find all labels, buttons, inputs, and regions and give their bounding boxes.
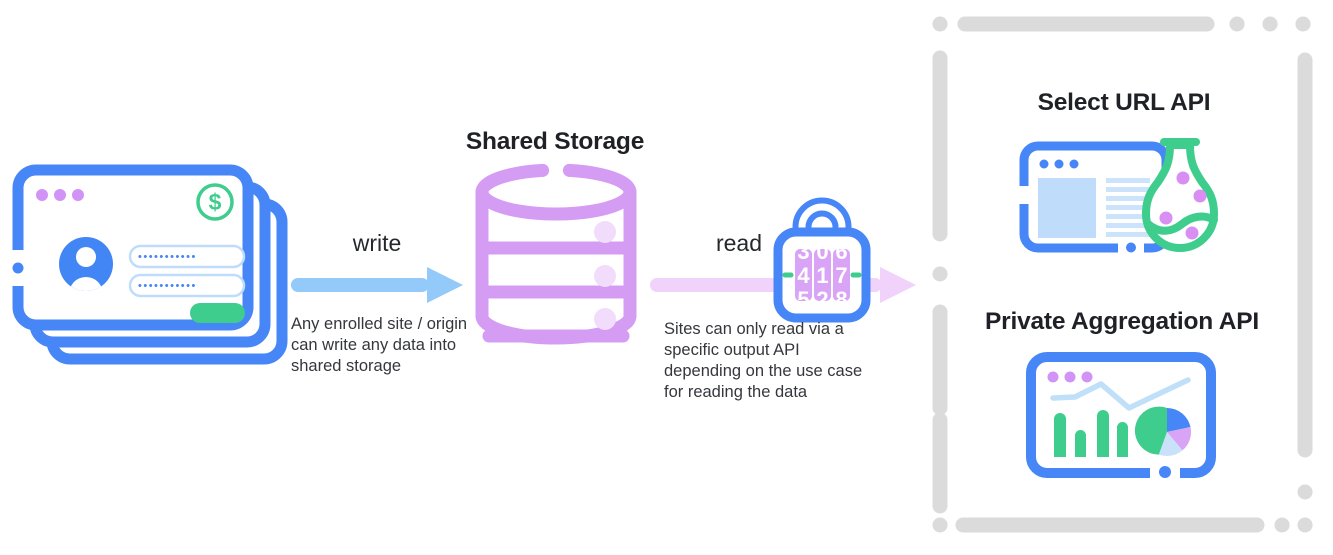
dial-digit-above: 3 <box>797 239 809 264</box>
border-dot <box>12 262 24 274</box>
flask-icon <box>1142 138 1218 252</box>
lock-dials[interactable]: 3 4 5 0 1 2 6 7 8 <box>795 239 850 312</box>
write-label: write <box>352 230 402 256</box>
dial-digit-main: 1 <box>816 263 828 288</box>
svg-text:$: $ <box>209 189 222 215</box>
dial-digit-below: 8 <box>835 287 847 312</box>
select-url-api-title: Select URL API <box>1037 89 1211 116</box>
password-field[interactable]: ••••••••••• <box>128 244 246 269</box>
dial-digit-below: 2 <box>816 287 828 312</box>
combination-lock-icon: 3 4 5 0 1 2 6 7 8 <box>773 197 871 323</box>
password-value: ••••••••••• <box>138 251 197 263</box>
output-apis-dashed-box <box>932 16 1313 533</box>
dial-digit-main: 4 <box>797 263 810 288</box>
browser-flask-icon <box>1018 138 1218 255</box>
border-dot <box>1159 466 1171 478</box>
pie-chart <box>1134 406 1192 457</box>
dollar-badge-icon: $ <box>196 183 234 221</box>
window-dots-icon <box>1039 159 1079 169</box>
dial-digit-main: 7 <box>835 263 847 288</box>
write-note: Any enrolled site / origin can write any… <box>291 315 468 375</box>
content-panel <box>1038 178 1096 238</box>
line-chart <box>1050 377 1191 411</box>
window-dots-icon <box>36 189 84 201</box>
flask-bubbles <box>1159 171 1207 240</box>
dial-digit-above: 0 <box>816 239 828 264</box>
border-dot <box>1126 242 1136 253</box>
database-icon <box>475 163 637 345</box>
database-dots <box>594 221 616 330</box>
read-label: read <box>715 230 763 256</box>
private-aggregation-api-title: Private Aggregation API <box>984 308 1260 335</box>
dial-digit-below: 5 <box>797 287 809 312</box>
window-dots-icon <box>1047 371 1093 383</box>
password-field-2[interactable]: ••••••••••• <box>128 273 246 298</box>
submit-button[interactable] <box>190 303 245 323</box>
bar-chart <box>1054 410 1128 457</box>
dashboard-chart-icon <box>1026 352 1216 480</box>
password-value: ••••••••••• <box>138 280 197 292</box>
login-window-stack-icon: $ ••••••••••• ••••••••••• <box>10 164 288 365</box>
user-avatar-icon <box>59 237 113 291</box>
read-note: Sites can only read via a specific outpu… <box>664 320 863 401</box>
write-arrow-icon <box>291 267 463 303</box>
dial-digit-above: 6 <box>835 239 847 264</box>
shared-storage-title: Shared Storage <box>465 128 645 155</box>
